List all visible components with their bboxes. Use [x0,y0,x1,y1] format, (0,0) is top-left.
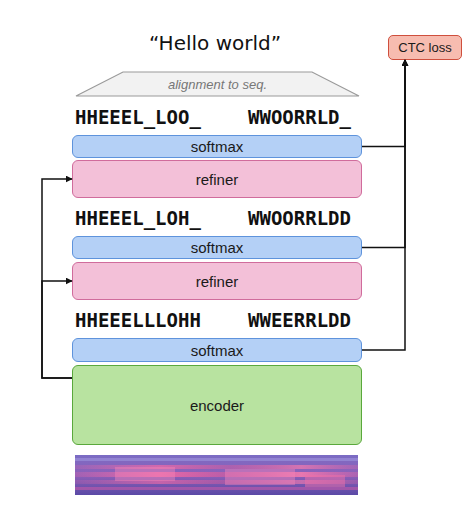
node-label: refiner [196,273,239,290]
flow-arrow [42,281,72,378]
sequence-text: HHEEEL_LOH_ [75,207,201,229]
flow-arrow [42,179,72,378]
refiner-block: refiner [72,262,362,300]
softmax-layer: softmax [72,236,362,259]
flow-arrow [362,60,405,248]
sequence-text: WWOORRLDD [248,207,351,229]
node-label: refiner [196,171,239,188]
loss-box: CTC loss [388,35,462,60]
refiner-block: refiner [72,160,362,198]
sequence-text: HHEEELLLOHH [75,309,201,331]
softmax-layer: softmax [72,135,362,158]
diagram-title: “Hello world” [95,30,335,56]
node-label: alignment to seq. [168,76,267,93]
node-label: encoder [190,397,244,414]
flow-arrow [362,60,405,350]
node-label: softmax [191,239,244,256]
trapezoid-shape [76,72,359,96]
encoder-block: encoder [72,365,362,445]
spectrogram-image [75,455,358,495]
node-label: softmax [191,138,244,155]
sequence-text: HHEEEL_LOO_ [75,106,201,128]
flow-arrow [362,60,405,147]
node-label: softmax [191,342,244,359]
sequence-text: WWEERRLDD [248,309,351,331]
sequence-text: WWOORRLD_ [248,106,351,128]
node-label: CTC loss [398,39,451,56]
alignment-bracket: alignment to seq. [75,70,360,97]
softmax-layer: softmax [72,338,362,362]
